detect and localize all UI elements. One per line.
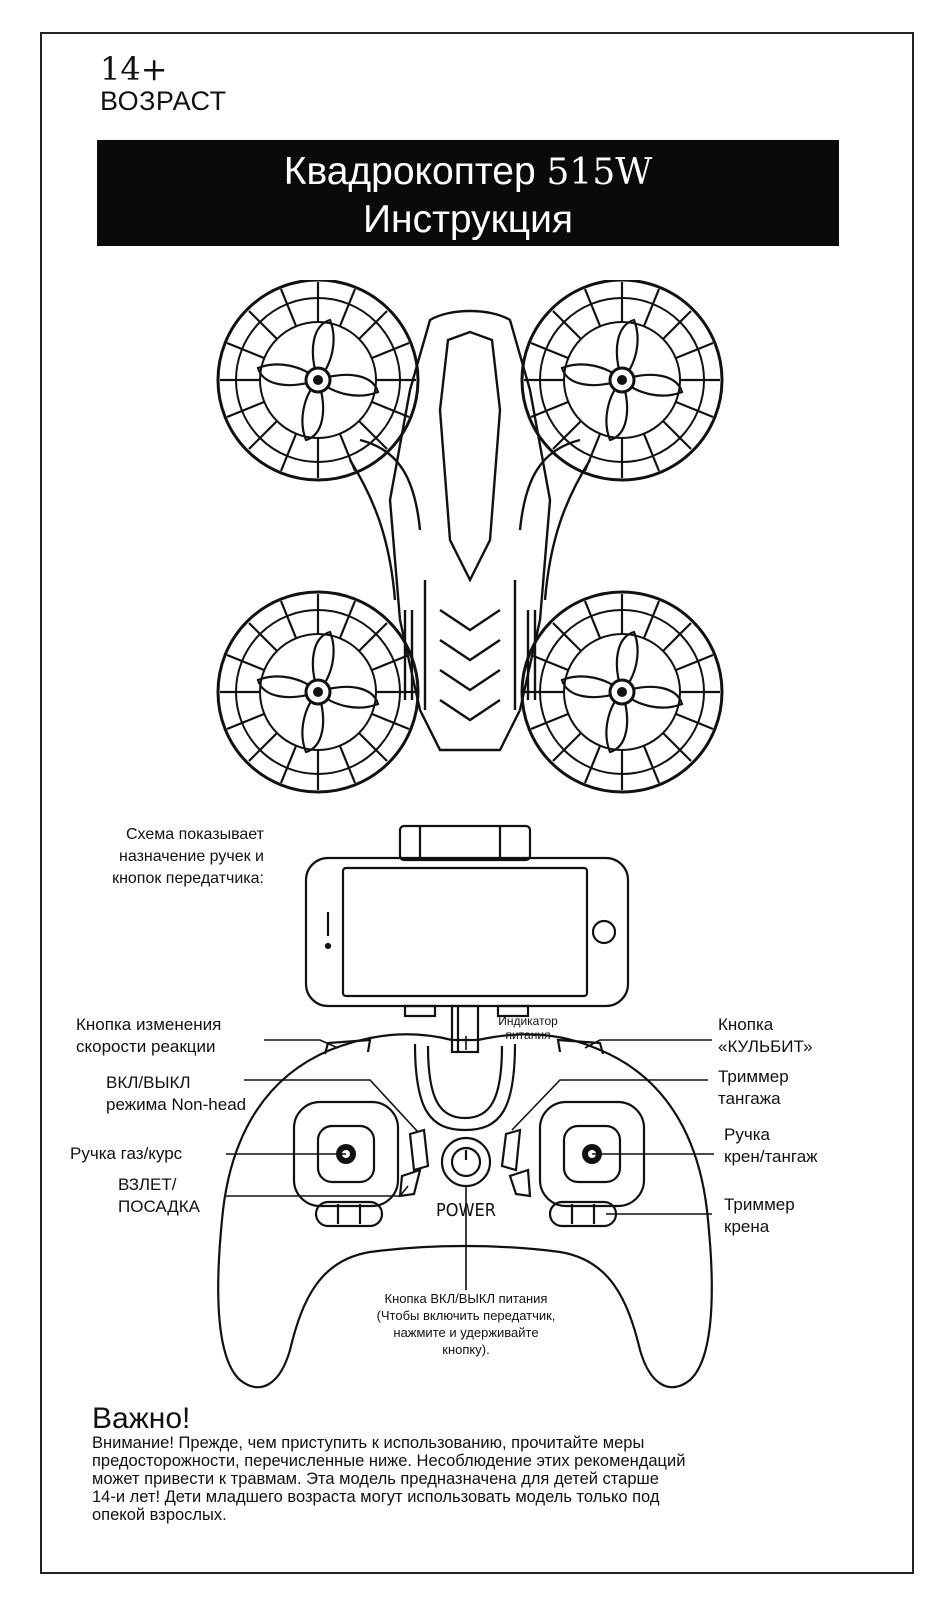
product-name: Квадрокоптер (283, 150, 536, 193)
age-label: ВОЗРАСТ (100, 86, 227, 116)
label-nonhead: ВКЛ/ВЫКЛ режима Non-head (106, 1072, 246, 1116)
label-line: Триммер (718, 1067, 789, 1086)
title-banner: Квадрокоптер 515W Инструкция (97, 140, 839, 246)
drone-illustration (216, 280, 724, 794)
label-roll-pitch-stick: Ручка крен/тангаж (724, 1124, 818, 1168)
important-body: Внимание! Прежде, чем приступить к испол… (92, 1434, 892, 1524)
important-line: 14-и лет! Дети младшего возраста могут и… (92, 1488, 660, 1506)
label-line: крен/тангаж (724, 1147, 818, 1166)
label-line: «КУЛЬБИТ» (718, 1037, 813, 1056)
important-notice: Важно! Внимание! Прежде, чем приступить … (92, 1402, 892, 1525)
model-number: 515W (546, 152, 653, 193)
label-line: тангажа (718, 1089, 781, 1108)
document-subtitle: Инструкция (363, 198, 573, 241)
label-line: Кнопка изменения (76, 1015, 222, 1034)
label-power-button: Кнопка ВКЛ/ВЫКЛ питания (Чтобы включить … (330, 1290, 602, 1358)
page-border (40, 32, 914, 1574)
label-line: Индикатор (498, 1014, 558, 1028)
label-roll-trim: Триммер крена (724, 1194, 795, 1238)
age-rating: 14+ ВОЗРАСТ (100, 52, 227, 116)
label-line: (Чтобы включить передатчик, (376, 1308, 556, 1323)
label-line: Кнопка (718, 1015, 774, 1034)
important-line: может привести к травмам. Эта модель пре… (92, 1470, 659, 1488)
important-title: Важно! (92, 1402, 191, 1435)
label-line: скорости реакции (76, 1037, 216, 1056)
power-text: POWER (436, 1200, 497, 1221)
scheme-caption-line: назначение ручек и (119, 848, 264, 865)
label-line: кнопку). (442, 1342, 490, 1357)
scheme-caption: Схема показывает назначение ручек и кноп… (74, 824, 264, 890)
label-pitch-trim: Триммер тангажа (718, 1066, 789, 1110)
label-flip-button: Кнопка «КУЛЬБИТ» (718, 1014, 813, 1058)
label-line: ВКЛ/ВЫКЛ (106, 1073, 191, 1092)
age-number: 14+ (100, 50, 168, 88)
scheme-caption-line: кнопок передатчика: (112, 870, 264, 887)
label-line: крена (724, 1217, 770, 1236)
label-speed-button: Кнопка изменения скорости реакции (76, 1014, 221, 1058)
label-line: Триммер (724, 1195, 795, 1214)
important-line: опекой взрослых. (92, 1506, 227, 1524)
label-line: ВЗЛЕТ/ (118, 1175, 177, 1194)
label-power-indicator: Индикатор питания (488, 1014, 568, 1042)
important-line: предосторожности, перечисленные ниже. Не… (92, 1452, 686, 1470)
label-line: режима Non-head (106, 1095, 247, 1114)
important-line: Внимание! Прежде, чем приступить к испол… (92, 1434, 645, 1452)
label-line: ПОСАДКА (118, 1197, 201, 1216)
label-throttle-stick: Ручка газ/курс (70, 1144, 183, 1163)
label-line: Кнопка ВКЛ/ВЫКЛ питания (384, 1291, 548, 1306)
product-title: Квадрокоптер 515W (97, 148, 839, 197)
label-line: Ручка (724, 1125, 770, 1144)
label-takeoff-landing: ВЗЛЕТ/ ПОСАДКА (118, 1174, 200, 1218)
label-line: нажмите и удерживайте (393, 1325, 539, 1340)
label-line: питания (505, 1028, 551, 1042)
scheme-caption-line: Схема показывает (126, 826, 264, 843)
